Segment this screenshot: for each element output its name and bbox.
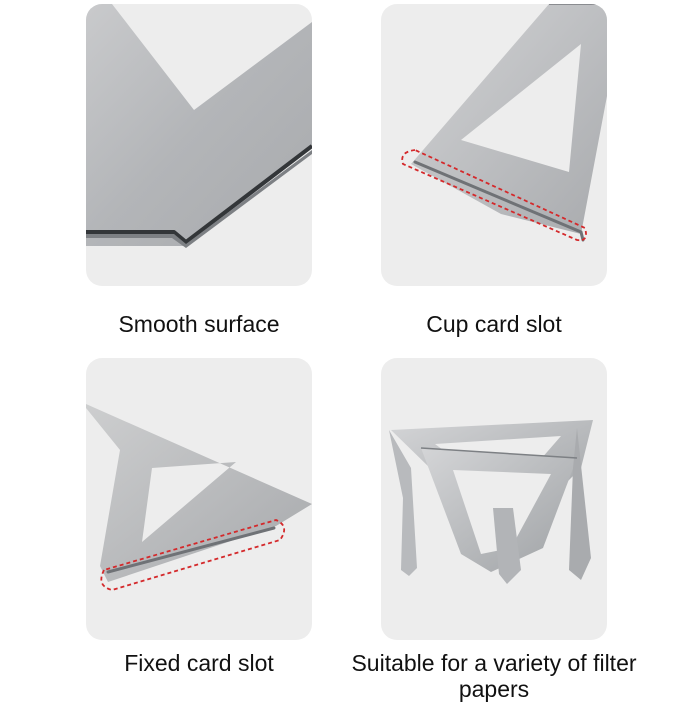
slot-highlight [401, 149, 587, 242]
caption-smooth-surface: Smooth surface [118, 311, 280, 337]
image-assembled-stand [381, 358, 607, 640]
steel-plate-closeup [86, 4, 312, 248]
image-smooth-surface [86, 4, 312, 286]
assembled-dripper-stand [389, 420, 593, 584]
stand-plate-side [86, 404, 312, 591]
caption-filter-papers: Suitable for a variety of filter papers [351, 650, 637, 702]
stand-plate-top [401, 4, 607, 242]
image-fixed-card-slot [86, 358, 312, 640]
caption-cup-card-slot: Cup card slot [426, 311, 562, 337]
caption-fixed-card-slot: Fixed card slot [124, 650, 274, 676]
image-cup-card-slot [381, 4, 607, 286]
slot-highlight [100, 519, 286, 591]
